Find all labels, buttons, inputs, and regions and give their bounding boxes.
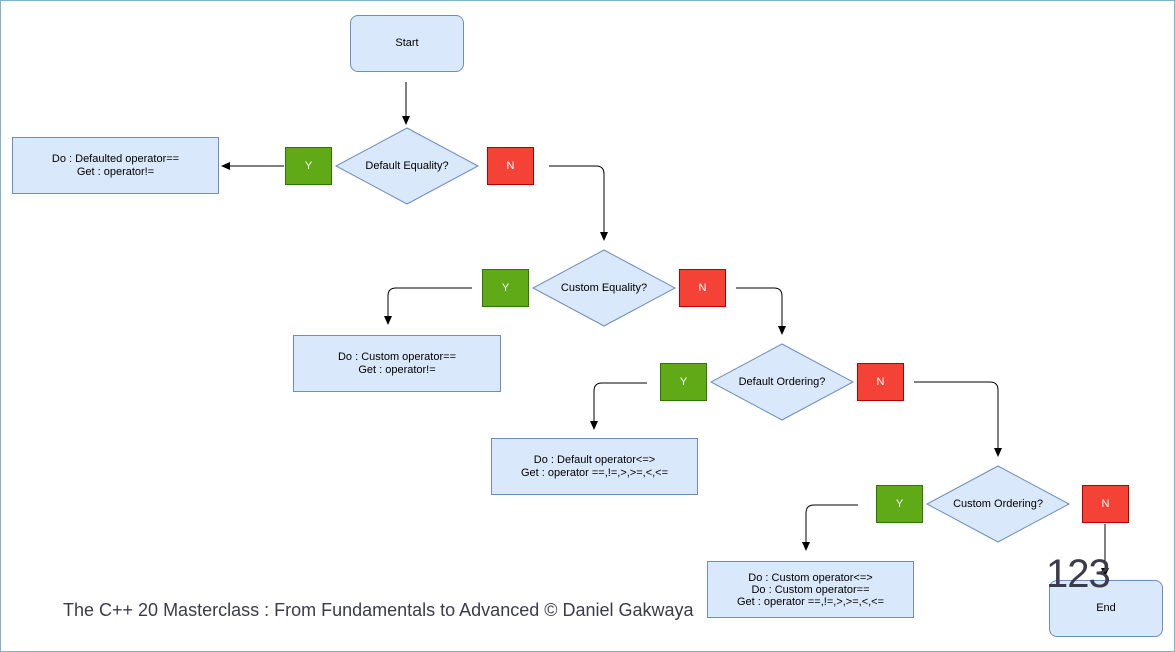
action-line: Get : operator!= [76, 165, 155, 178]
no-tag-default-ordering: N [857, 363, 904, 401]
action-custom-equality: Do : Custom operator== Get : operator!= [293, 335, 501, 392]
course-footer: The C++ 20 Masterclass : From Fundamenta… [63, 600, 694, 620]
yes-tag-custom-ordering: Y [876, 485, 923, 523]
no-tag-custom-equality: N [679, 269, 726, 307]
start-label: Start [395, 37, 419, 49]
start-node: Start [350, 15, 464, 72]
action-line: Do : Custom operator== [337, 350, 456, 363]
action-defaulted-equality: Do : Defaulted operator== Get : operator… [12, 137, 219, 194]
action-custom-ordering: Do : Custom operator<=> Do : Custom oper… [707, 561, 914, 618]
custom-equality-label: Custom Equality? [560, 282, 648, 294]
edge-default-ordering-no [914, 381, 1002, 457]
yes-tag-default-equality: Y [285, 147, 332, 185]
no-tag-default-equality: N [487, 147, 534, 185]
action-line: Do : Defaulted operator== [51, 152, 180, 165]
action-line: Get : operator ==,!=,>,>=,<,<= [520, 466, 669, 479]
yes-tag-default-ordering: Y [660, 363, 707, 401]
action-line: Get : operator!= [358, 363, 436, 376]
action-default-ordering: Do : Default operator<=> Get : operator … [491, 438, 698, 495]
decision-default-equality [334, 127, 480, 205]
no-tag-custom-ordering: N [1082, 485, 1129, 523]
yes-tag-custom-equality: Y [482, 269, 529, 307]
decision-custom-equality [531, 249, 677, 327]
decision-default-ordering [709, 343, 855, 421]
edge-custom-ordering-yes [802, 504, 858, 551]
end-label: End [1096, 602, 1116, 614]
default-ordering-label: Default Ordering? [738, 376, 826, 388]
default-equality-label: Default Equality? [365, 160, 449, 172]
action-line: Do : Custom operator<=> [748, 571, 873, 584]
action-line: Do : Custom operator== [751, 583, 870, 596]
action-line: Do : Default operator<=> [533, 453, 656, 466]
edge-default-ordering-yes [590, 382, 647, 430]
edge-default-equality-no [549, 165, 608, 241]
page-number: 123 [1046, 552, 1111, 596]
edge-custom-equality-yes [384, 287, 472, 325]
decision-custom-ordering [925, 465, 1071, 543]
custom-ordering-label: Custom Ordering? [953, 498, 1043, 510]
edge-custom-equality-no [736, 287, 786, 335]
action-line: Get : operator ==,!=,>,>=,<,<= [736, 595, 885, 608]
end-node: End [1049, 580, 1163, 637]
